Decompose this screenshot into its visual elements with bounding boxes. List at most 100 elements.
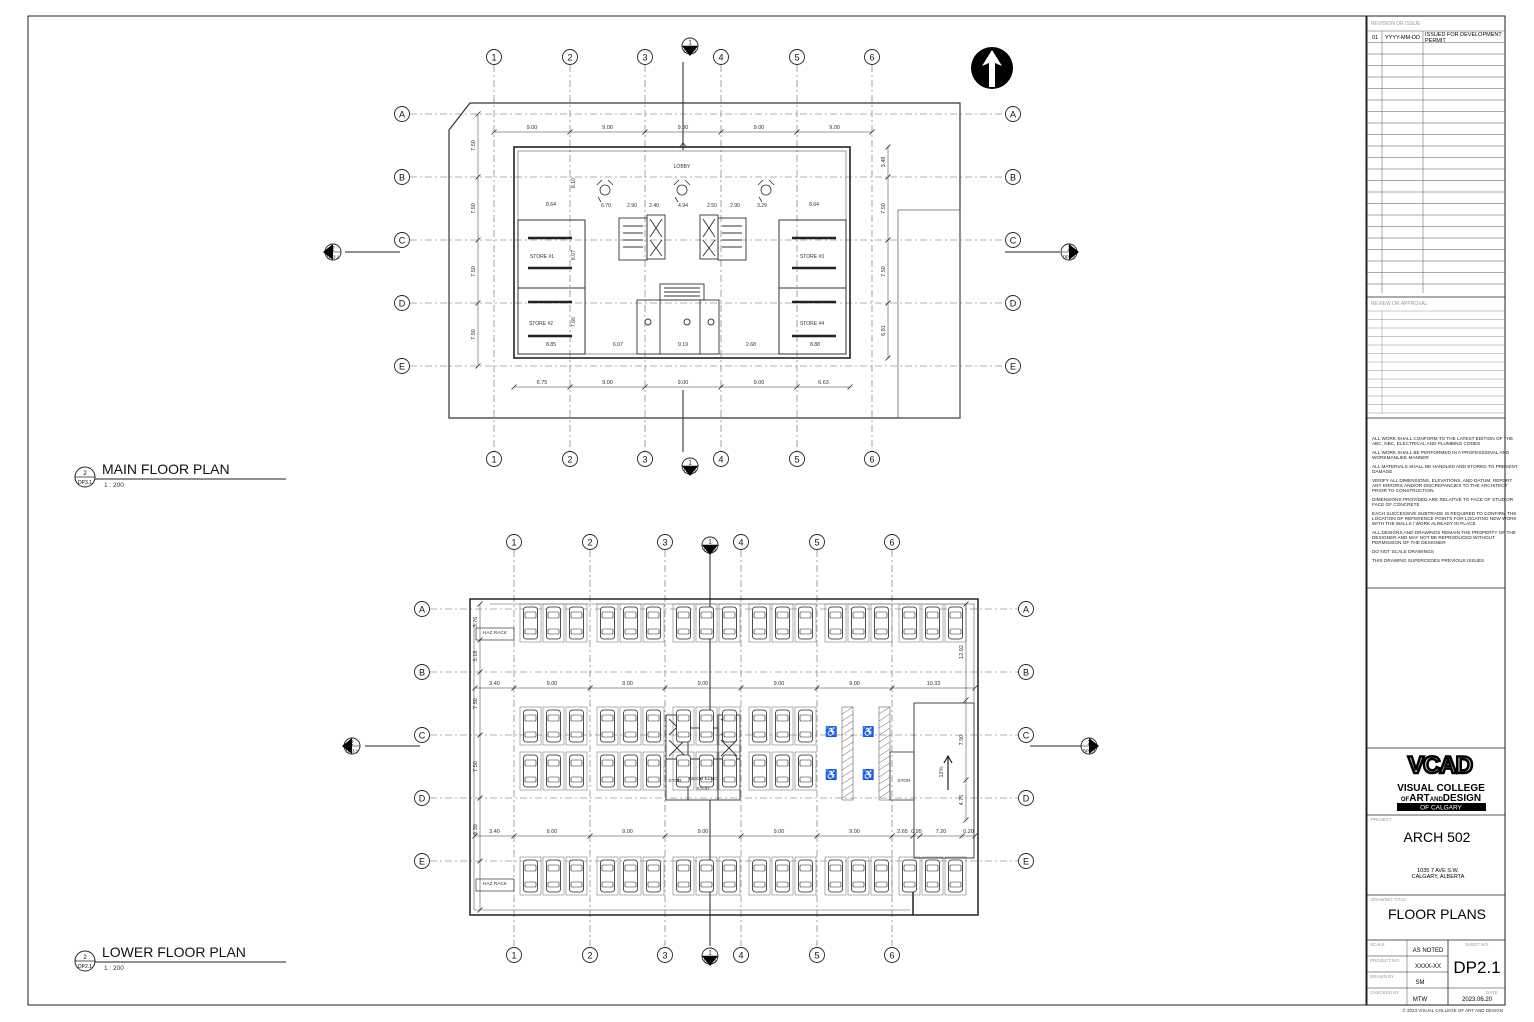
hatch-line: [878, 727, 891, 736]
car-rear-window: [677, 731, 690, 738]
grid-bubble-B: [414, 664, 430, 680]
note-line: DIMENSIONS PROVIDED ARE RELATIVE TO FACE…: [1372, 497, 1514, 502]
car-rear-window: [700, 628, 713, 635]
car-windshield: [524, 759, 537, 767]
grid-bubble-1-label: 1: [491, 454, 496, 464]
parking-stall: [619, 856, 642, 896]
main-interior-dim: 8.85: [546, 342, 556, 348]
grid-bubble-C-label: C: [1023, 730, 1030, 740]
car-icon: [722, 859, 737, 893]
store-2: [517, 287, 586, 355]
car-rear-window: [601, 881, 614, 888]
hatch-lines: [841, 706, 891, 799]
parking-stall: [565, 706, 588, 746]
lower-lower-dim-value: 9.00: [698, 829, 709, 835]
parking-stall: [519, 751, 542, 791]
main-top-dim-tick: [642, 129, 648, 135]
drawn-by-value: SM: [1416, 980, 1425, 986]
car-windshield: [753, 759, 766, 767]
grid-bubble-5-label: 5: [814, 950, 819, 960]
parking-stall: [519, 856, 542, 896]
grid-bubble-A-label: A: [1010, 109, 1016, 119]
car-windshield: [647, 611, 660, 619]
hatch-line: [841, 734, 854, 743]
car-rear-window: [926, 881, 939, 888]
car-rear-window: [624, 628, 637, 635]
main-interior-dim: 6.07: [613, 342, 623, 348]
main-left-dim-tick: [475, 363, 481, 369]
car-windshield: [624, 611, 637, 619]
parking-stall: [596, 603, 619, 643]
car-icon: [752, 709, 767, 743]
hatch-line: [878, 713, 891, 722]
car-icon: [699, 859, 714, 893]
parking-stall: [672, 706, 695, 746]
car-rear-window: [570, 731, 583, 738]
logo-line3: OF CALGARY: [1420, 805, 1462, 812]
lower-upper-dim-tick: [587, 685, 593, 691]
grid-bubble-3: [657, 534, 673, 550]
parking-stall: [565, 751, 588, 791]
car-icon: [874, 859, 889, 893]
project-label: PROJECT: [1371, 817, 1392, 822]
scale-label: SCALE: [1370, 942, 1385, 947]
car-windshield: [829, 864, 842, 872]
car-icon: [775, 606, 790, 640]
note-line: WORKMANLIKE MANNER: [1372, 455, 1429, 460]
hatch-line: [878, 734, 891, 743]
car-windshield: [601, 864, 614, 872]
main-bottom-dim-value: 9.00: [754, 380, 765, 386]
car-icon: [798, 709, 813, 743]
car-rear-window: [647, 881, 660, 888]
room-label: STOR: [897, 778, 911, 784]
room-label: STORE #3: [800, 254, 824, 260]
lower-left-dim-tick: [477, 601, 483, 607]
car-windshield: [524, 611, 537, 619]
car-windshield: [949, 611, 962, 619]
main-bottom-dim-value: 9.00: [678, 380, 689, 386]
parking-stall: [748, 856, 771, 896]
main-bottom-dim-tick: [642, 384, 648, 390]
car-icon: [798, 606, 813, 640]
drawing-title: FLOOR PLANS: [1388, 906, 1486, 922]
car-rear-window: [723, 881, 736, 888]
grid-bubble-E-label: E: [1023, 856, 1029, 866]
grid-bubble-1-label: 1: [511, 537, 516, 547]
car-rear-window: [601, 731, 614, 738]
car-rear-window: [776, 881, 789, 888]
main-interior-dim: 7.66: [571, 317, 577, 327]
parking-stall: [921, 603, 944, 643]
north-arrow-icon: [971, 47, 1013, 89]
grid-bubble-A: [1018, 601, 1034, 617]
main-top-dim-tick: [794, 129, 800, 135]
grid-bubble-1-label: 1: [511, 950, 516, 960]
logo-design: DESIGN: [1443, 793, 1481, 804]
parking-stall: [542, 603, 565, 643]
car-icon: [699, 754, 714, 788]
haz-rack-top: [475, 627, 515, 641]
note-line: ALL WORK SHALL BE PERFORMED IN A PROFESS…: [1372, 450, 1510, 455]
grid-bubble-C: [414, 727, 430, 743]
lower-left-dim-tick: [477, 795, 483, 801]
section-tag-bottom-pointer: [702, 956, 718, 966]
main-left-dim-tick: [475, 237, 481, 243]
car-rear-window: [723, 731, 736, 738]
parking-stall: [718, 751, 741, 791]
main-interior-dim: 8.88: [810, 342, 820, 348]
car-rear-window: [723, 628, 736, 635]
project-address-1: 1035 7 AVE S.W.: [1417, 868, 1459, 874]
hatch-line: [841, 790, 854, 799]
main-top-dim-value: 9.00: [527, 125, 538, 131]
logo-mark: VCAD: [1408, 752, 1473, 779]
grid-bubble-5-label: 5: [814, 537, 819, 547]
car-icon: [752, 859, 767, 893]
grid-bubble-3-label: 3: [642, 52, 647, 62]
car-windshield: [799, 714, 812, 722]
car-icon: [623, 754, 638, 788]
car-rear-window: [524, 776, 537, 783]
lower-lower-dim-tick: [959, 833, 965, 839]
